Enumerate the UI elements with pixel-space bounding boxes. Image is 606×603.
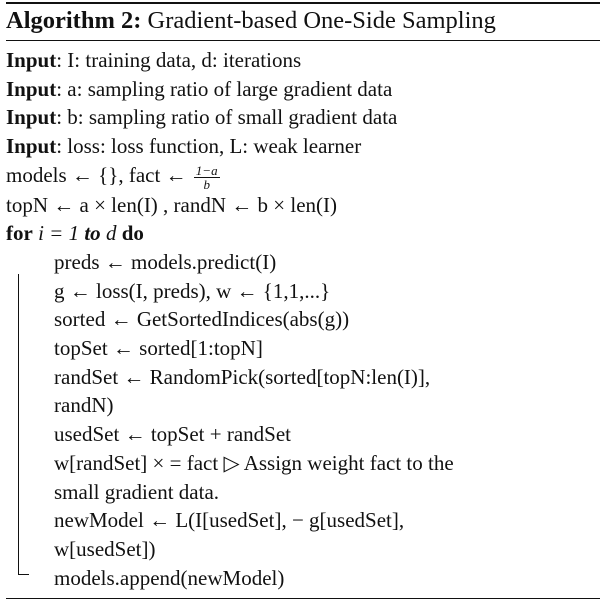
models-init-text: models ← {}, fact ← <box>6 162 192 187</box>
input-line: Input: b: sampling ratio of small gradie… <box>6 103 600 132</box>
do-keyword: do <box>121 221 144 246</box>
loop-body-line: topSet ← sorted[1:topN] <box>54 336 263 361</box>
algorithm-caption: Algorithm 2: Gradient-based One-Side Sam… <box>6 4 496 38</box>
caption-title: Gradient-based One-Side Sampling <box>147 7 496 34</box>
loop-body-line: w[usedSet]) <box>54 536 156 561</box>
loop-body-line: randN) <box>54 393 114 418</box>
bottom-rule <box>6 598 600 599</box>
loop-body-line: w[randSet] × = fact ▷ Assign weight fact… <box>54 450 454 475</box>
loop-body-line: small gradient data. <box>54 479 220 504</box>
for-keyword: for <box>6 221 33 246</box>
loop-body-line: randSet ← RandomPick(sorted[topN:len(I)]… <box>54 364 431 389</box>
input-line: Input: I: training data, d: iterations <box>6 46 600 75</box>
loop-body-line: g ← loss(I, preds), w ← {1,1,...} <box>54 278 331 303</box>
input-line: Input: a: sampling ratio of large gradie… <box>6 75 600 104</box>
top-rule <box>6 2 600 4</box>
input-keyword: Input <box>6 134 57 159</box>
fraction-denominator: b <box>203 176 210 192</box>
loop-body-line: sorted ← GetSortedIndices(abs(g)) <box>54 307 350 332</box>
input-keyword: Input <box>6 48 57 72</box>
input-text: : a: sampling ratio of large gradient da… <box>56 76 393 101</box>
input-text: : I: training data, d: iterations <box>56 48 302 72</box>
algorithm-lines: Input: I: training data, d: iterations I… <box>6 46 600 592</box>
loop-body-line: preds ← models.predict(I) <box>54 249 277 274</box>
init-topn-line: topN ← a × len(I) , randN ← b × len(I) <box>6 192 338 217</box>
loop-body-line: newModel ← L(I[usedSet], − g[usedSet], <box>54 508 405 533</box>
caption-label: Algorithm 2: <box>6 7 142 34</box>
input-text: : loss: loss function, L: weak learner <box>56 134 362 159</box>
to-keyword: to <box>84 221 101 246</box>
loop-scope-bar <box>18 274 29 575</box>
loop-body-line: usedSet ← topSet + randSet <box>54 422 291 447</box>
loop-body-line: models.append(newModel) <box>54 565 285 590</box>
input-text: : b: sampling ratio of small gradient da… <box>56 105 398 130</box>
loop-variable: i = 1 <box>38 221 80 246</box>
caption-rule <box>6 40 600 41</box>
loop-limit: d <box>105 221 117 246</box>
input-keyword: Input <box>6 76 57 101</box>
input-line: Input: loss: loss function, L: weak lear… <box>6 132 600 161</box>
input-keyword: Input <box>6 105 57 130</box>
for-loop-header: for i = 1 to d do <box>6 219 600 248</box>
fraction-numerator: 1−a <box>193 162 220 178</box>
